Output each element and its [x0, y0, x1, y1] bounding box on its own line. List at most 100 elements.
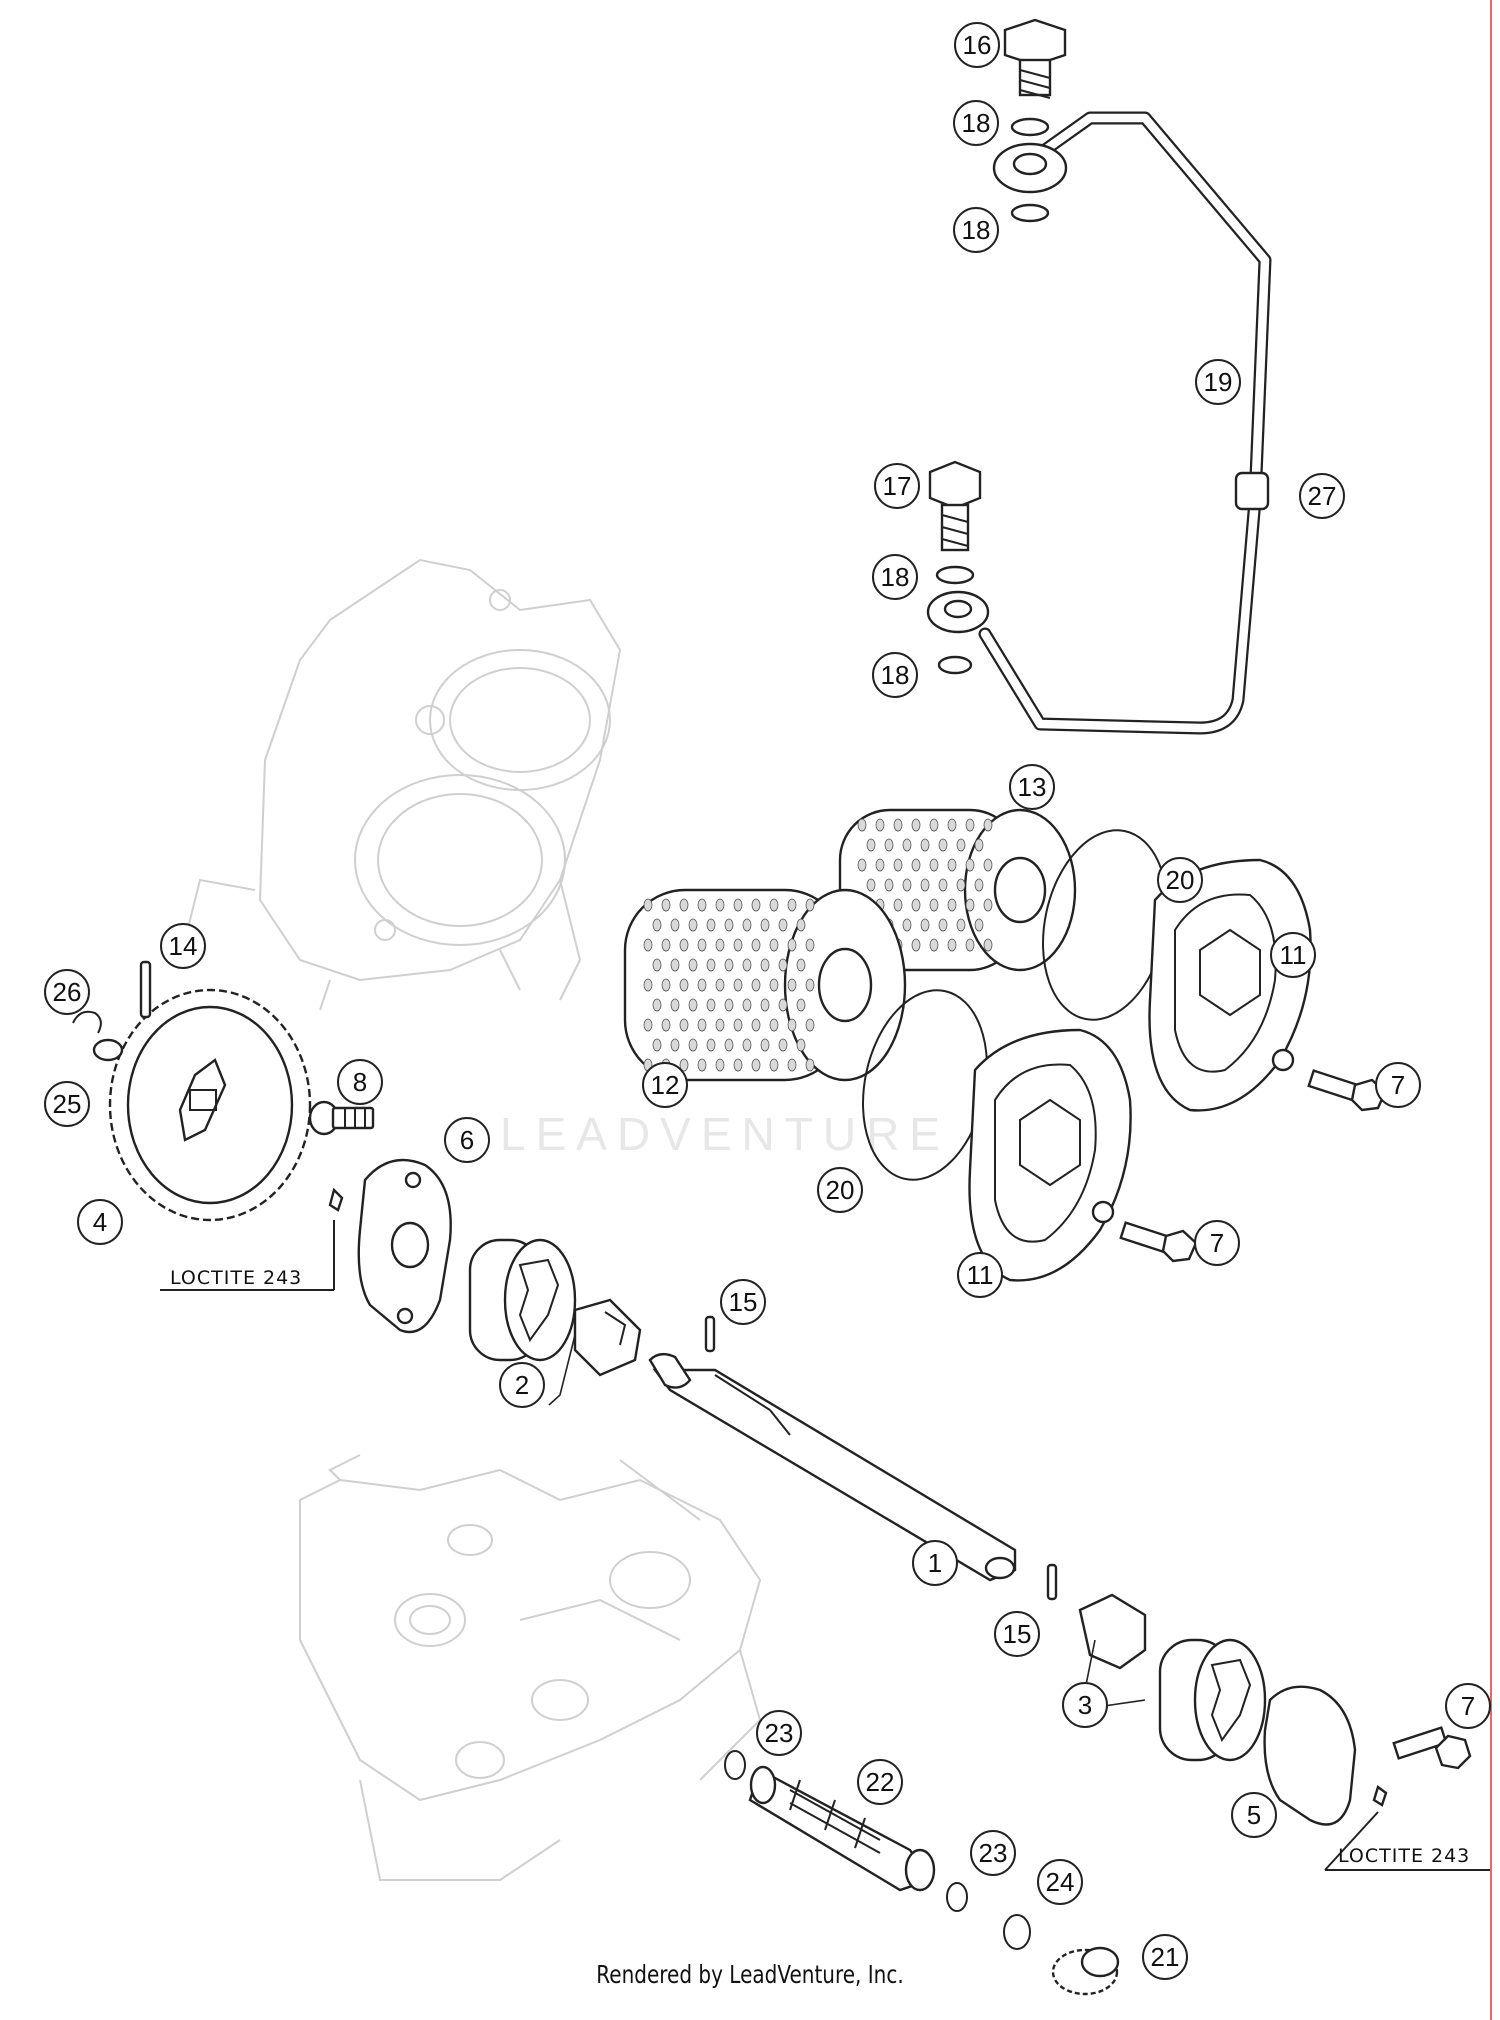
callout-7-label: 7 [1461, 1691, 1475, 1721]
pin-15-upper [704, 1315, 716, 1353]
callout-22: 22 [857, 1759, 903, 1805]
callout-22-label: 22 [866, 1767, 895, 1797]
banjo-fitting-upper [992, 142, 1068, 194]
callout-7: 7 [1375, 1062, 1421, 1108]
loctite-label-left: LOCTITE 243 [170, 1267, 302, 1289]
callout-14: 14 [160, 923, 206, 969]
callout-27: 27 [1299, 473, 1345, 519]
callout-6-label: 6 [460, 1125, 474, 1155]
washer-25 [92, 1038, 124, 1062]
callout-2: 2 [499, 1362, 545, 1408]
loctite-leader-left [160, 1220, 335, 1291]
callout-20: 20 [817, 1167, 863, 1213]
callout-5: 5 [1231, 1792, 1277, 1838]
callout-17-label: 17 [883, 471, 912, 501]
washer-18a [1010, 117, 1050, 137]
oil-screen-22 [748, 1765, 936, 1892]
callout-8: 8 [337, 1059, 383, 1105]
callout-23: 23 [970, 1830, 1016, 1876]
callout-7-label: 7 [1210, 1228, 1224, 1258]
callout-3-label: 3 [1078, 1690, 1092, 1720]
callout-13: 13 [1009, 764, 1055, 810]
callout-18: 18 [872, 652, 918, 698]
callout-21: 21 [1142, 1934, 1188, 1980]
callout-25-label: 25 [53, 1089, 82, 1119]
callout-17: 17 [874, 463, 920, 509]
callout-1: 1 [912, 1540, 958, 1586]
callout-15: 15 [994, 1611, 1040, 1657]
callout-13-label: 13 [1018, 772, 1047, 802]
screw-8 [308, 1100, 375, 1136]
callout-7: 7 [1194, 1220, 1240, 1266]
ghost-engine-case-lower [299, 1454, 762, 1881]
callout-23-label: 23 [979, 1838, 1008, 1868]
callout-1-label: 1 [928, 1548, 942, 1578]
callout-18: 18 [953, 100, 999, 146]
pump-shaft-1 [648, 1352, 1017, 1582]
callout-8-label: 8 [353, 1067, 367, 1097]
callout-19-label: 19 [1204, 367, 1233, 397]
callout-16-label: 16 [963, 30, 992, 60]
callout-6: 6 [444, 1117, 490, 1163]
callout-12-label: 12 [651, 1070, 680, 1100]
loctite-drop-right [1372, 1785, 1388, 1807]
drain-plug-21 [1051, 1946, 1120, 1996]
callout-11-label: 11 [1280, 940, 1307, 970]
callout-20: 20 [1157, 857, 1203, 903]
ghost-engine-case-upper [179, 558, 622, 1011]
page-edge-line [1490, 0, 1492, 2020]
callout-19: 19 [1195, 359, 1241, 405]
callout-23-label: 23 [765, 1718, 794, 1748]
callout-18-label: 18 [881, 660, 910, 690]
callout-18-label: 18 [962, 215, 991, 245]
loctite-leader-right [1324, 1811, 1490, 1871]
clip-26 [72, 1010, 102, 1034]
callout-14-label: 14 [169, 931, 198, 961]
callout-7-label: 7 [1391, 1070, 1405, 1100]
outer-rotor-2 [468, 1238, 577, 1362]
o-ring-23-upper [724, 1750, 746, 1780]
inner-rotor-2 [573, 1298, 642, 1377]
o-ring-24 [1003, 1914, 1031, 1950]
filter-cover-11-upper [1148, 858, 1312, 1112]
callout-27-label: 27 [1308, 481, 1337, 511]
callout-23: 23 [756, 1710, 802, 1756]
pump-cover-6 [357, 1158, 452, 1334]
washer-18b [1010, 203, 1050, 223]
inner-rotor-3 [1078, 1593, 1147, 1670]
o-ring-23-lower [946, 1882, 968, 1912]
callout-5-label: 5 [1247, 1800, 1261, 1830]
callout-24-label: 24 [1046, 1867, 1075, 1897]
bolt-7-middle [1119, 1221, 1198, 1263]
banjo-bolt-16 [1003, 18, 1067, 99]
banjo-fitting-lower [926, 590, 990, 634]
callout-12: 12 [642, 1062, 688, 1108]
callout-26: 26 [44, 969, 90, 1015]
callout-4: 4 [77, 1199, 123, 1245]
callout-20-label: 20 [826, 1175, 855, 1205]
callout-20-label: 20 [1166, 865, 1195, 895]
callout-7: 7 [1445, 1683, 1491, 1729]
callout-18: 18 [953, 207, 999, 253]
bolt-7-lower [1392, 1726, 1472, 1770]
callout-11: 11 [957, 1252, 1003, 1298]
callout-18: 18 [872, 554, 918, 600]
pump-gear-4 [108, 988, 312, 1222]
callout-layer: 1234567778111112131415151617181818181920… [44, 22, 1491, 1980]
callout-25: 25 [44, 1081, 90, 1127]
callout-24: 24 [1037, 1859, 1083, 1905]
render-credit: Rendered by LeadVenture, Inc. [596, 1960, 904, 1989]
pump-cover-5 [1263, 1685, 1357, 1826]
outer-rotor-3 [1158, 1638, 1267, 1762]
filter-cover-11-lower [968, 1028, 1132, 1282]
banjo-bolt-17 [928, 460, 982, 552]
callout-4-label: 4 [93, 1207, 107, 1237]
pin-14 [139, 960, 152, 1019]
callout-2-label: 2 [515, 1370, 529, 1400]
oil-line-pipe [978, 111, 1272, 735]
loctite-drop-left [328, 1187, 344, 1212]
washer-18d [937, 655, 973, 675]
callout-11-label: 11 [967, 1260, 994, 1290]
callout-16: 16 [954, 22, 1000, 68]
